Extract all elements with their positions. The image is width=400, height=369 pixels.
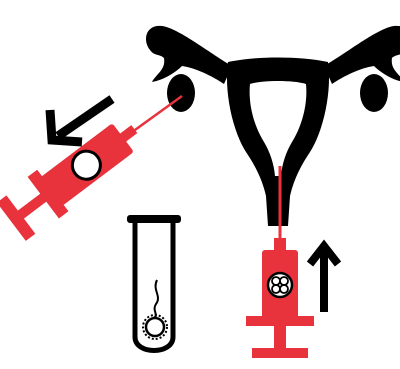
left-ovary xyxy=(167,74,195,112)
embryo-transfer-syringe-icon xyxy=(246,166,338,358)
uterus-body xyxy=(227,58,329,227)
retrieval-needle xyxy=(128,96,182,135)
right-fallopian-tube xyxy=(324,26,400,84)
embryo-icon xyxy=(268,273,292,297)
transfer-syringe-plunger xyxy=(274,324,286,350)
test-tube-icon xyxy=(127,215,181,351)
right-ovary xyxy=(360,74,388,112)
uterus-icon xyxy=(146,26,400,226)
transfer-syringe-thumb-pad xyxy=(252,348,308,358)
test-tube-lip xyxy=(127,215,181,223)
left-fallopian-tube xyxy=(146,26,232,84)
transfer-syringe-nozzle xyxy=(274,238,286,252)
transfer-arrow-icon xyxy=(310,246,338,312)
